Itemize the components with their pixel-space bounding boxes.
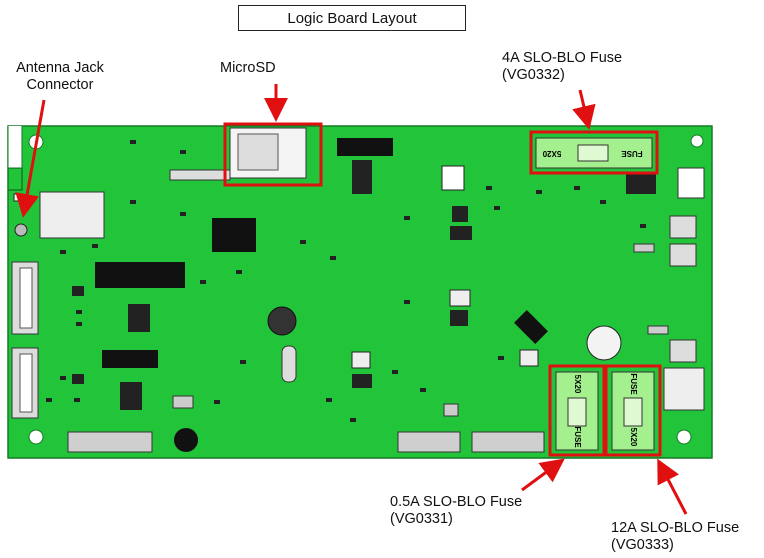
right-connector-2 [669, 215, 697, 239]
mount-hole-br [676, 429, 692, 445]
fuse-holder-4a: 5X20 FUSE [535, 137, 653, 169]
small-pad [13, 193, 22, 202]
ic-mid-4 [450, 310, 468, 326]
fuse-4a-label-line1: 4A SLO-BLO Fuse [502, 50, 623, 66]
microsd-highlight-box [223, 122, 323, 187]
left-connector-2 [11, 347, 39, 419]
microsd-slot-inner [237, 133, 279, 171]
diagram-title-text: Logic Board Layout [287, 9, 417, 27]
bottom-connector-1 [67, 431, 153, 453]
ic-large-1 [95, 262, 185, 288]
ic-mid-6 [352, 374, 372, 388]
ic-qfp [212, 218, 256, 252]
diagram-title: Logic Board Layout [238, 5, 466, 31]
fuse-12a-label: 12A SLO-BLO Fuse (VG0333) [611, 520, 739, 554]
right-connector-5 [663, 367, 705, 411]
fuse-05a-label-line1: 0.5A SLO-BLO Fuse [390, 494, 523, 510]
ic-large-2 [102, 350, 158, 368]
fuse-05a-highlight-box [548, 364, 606, 457]
pcb-notch [7, 126, 23, 169]
fuse-holder-12a: FUSE 5X20 [611, 371, 655, 451]
ic-right-2 [514, 310, 548, 344]
fuse-holder-05a: 5X20 FUSE [555, 371, 599, 451]
bottom-connector-2 [397, 431, 461, 453]
capacitor-3 [174, 428, 198, 452]
capacitor-1 [267, 306, 297, 336]
regulator [172, 395, 194, 409]
mount-hole-bl [28, 429, 44, 445]
fuse-12a-marking-size: 5X20 [629, 428, 638, 447]
ic-right-1 [519, 349, 539, 367]
fuse-12a-marking-fuse: FUSE [629, 373, 638, 395]
fuse-05a-label-line2: (VG0331) [390, 511, 453, 527]
ic-small-l2 [72, 374, 84, 384]
fuse-05a-arrow [521, 458, 565, 492]
microsd-label-line1: MicroSD [220, 60, 276, 76]
crystal [281, 345, 297, 383]
fuse-4a-marking-fuse: FUSE [621, 149, 643, 158]
passive-components [46, 140, 669, 422]
bottom-connector-3 [471, 431, 545, 453]
fuse-12a-label-line1: 12A SLO-BLO Fuse [611, 520, 740, 536]
fuse-4a-label: 4A SLO-BLO Fuse (VG0332) [502, 50, 622, 84]
microsd-label: MicroSD [220, 60, 276, 77]
fuse-05a-label: 0.5A SLO-BLO Fuse (VG0331) [390, 494, 522, 528]
fuse-05a-marking-fuse: FUSE [573, 426, 582, 448]
fuse-12a-highlight-box [604, 364, 662, 457]
right-connector-1 [677, 167, 705, 199]
ic-top-right [441, 165, 465, 191]
left-connector-1 [11, 261, 39, 335]
ic-soic-3 [352, 160, 372, 194]
ic-small-l1 [72, 286, 84, 296]
fuse-05a-marking-size: 5X20 [573, 375, 582, 394]
ic-soic-1 [128, 304, 150, 332]
ic-mid-5 [351, 351, 371, 369]
antenna-jack-label-line1: Antenna Jack [16, 60, 104, 76]
antenna-jack [14, 223, 28, 237]
right-connector-3 [669, 243, 697, 267]
ic-top-center [337, 138, 393, 156]
fuse-4a-arrow [572, 89, 596, 130]
antenna-arrow [15, 99, 46, 218]
fuse-12a-label-line2: (VG0333) [611, 537, 674, 553]
ic-mid-1 [452, 206, 468, 222]
mount-hole-tr [690, 134, 704, 148]
fuse-4a-highlight-box [529, 130, 659, 175]
ic-mid-2 [450, 226, 472, 240]
antenna-jack-label-line2: Connector [26, 77, 94, 93]
ic-mid-3 [449, 289, 471, 307]
right-connector-4 [669, 339, 697, 363]
ic-fuse-side [626, 174, 656, 194]
ic-soic-2 [120, 382, 142, 410]
antenna-jack-label: Antenna Jack Connector [10, 60, 110, 94]
fuse-4a-marking-size: 5X20 [542, 149, 561, 158]
capacitor-2 [586, 325, 622, 361]
rf-module [39, 191, 105, 239]
fuse-4a-label-line2: (VG0332) [502, 67, 565, 83]
fuse-12a-arrow [657, 458, 688, 515]
